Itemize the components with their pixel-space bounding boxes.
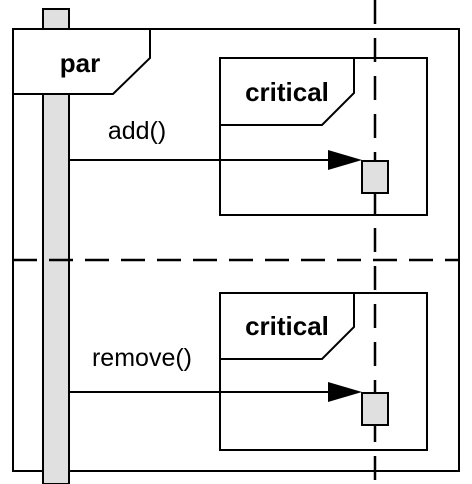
left-lifeline-head [42,8,70,32]
message-2-label: remove() [92,344,192,372]
critical-region-1-label: critical [245,77,329,107]
operand-1: critical add() [69,57,428,216]
message-2-arrowhead [328,382,362,402]
par-fragment-frame [12,28,460,472]
critical-region-2-label-box [220,293,355,360]
par-label-box [12,28,151,95]
right-activation-box-2 [361,392,389,426]
right-activation-box-1 [361,160,389,194]
critical-region-1-label-box [220,58,355,126]
message-1-arrowhead [328,150,362,170]
par-operator-label: par [60,48,100,78]
critical-region-2-label: critical [245,311,329,341]
message-1-label: add() [108,117,166,145]
operand-2: critical remove() [69,292,428,451]
critical-region-1-frame [219,57,428,216]
critical-region-2-frame [219,292,428,451]
left-activation-bar [42,93,70,484]
